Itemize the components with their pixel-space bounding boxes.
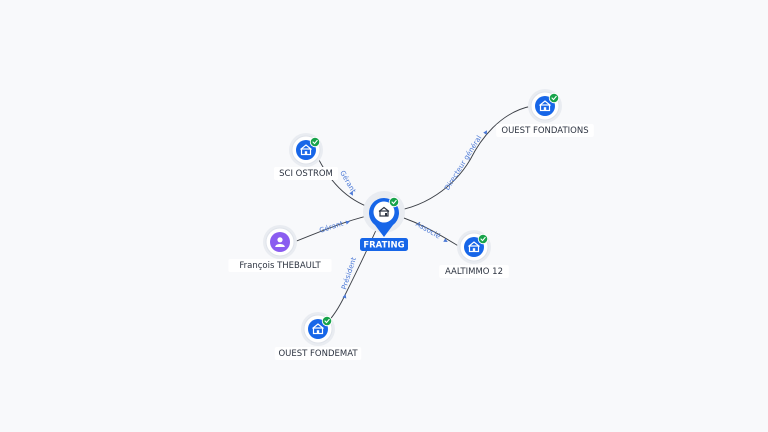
edge-arrow-icon: [483, 130, 488, 135]
verified-check-icon: [309, 136, 321, 148]
node-label-bg: [228, 259, 332, 272]
edge-arrow-icon: [443, 238, 448, 242]
verified-check-icon: [321, 315, 333, 327]
edge-label: Directeur général: [443, 134, 483, 192]
edge-ouest-fondations: Directeur général: [383, 105, 533, 213]
node-label: SCI OSTROM: [279, 169, 333, 179]
node-label-bg: [274, 347, 362, 360]
edge-label: Associé: [414, 220, 442, 241]
building-icon: [539, 100, 551, 112]
node-label: OUEST FONDATIONS: [501, 126, 588, 136]
node-aaltimmo-12[interactable]: AALTIMMO 12: [439, 230, 509, 278]
nodes-layer: OUEST FONDATIONS SCI OSTROM François THEBA…: [228, 89, 594, 360]
central-label-bg: [360, 238, 408, 251]
edge-arrow-icon: [349, 191, 353, 196]
person-icon: [275, 237, 285, 247]
node-label-bg: [439, 265, 509, 278]
central-label: FRATING: [363, 241, 404, 251]
node-label: OUEST FONDEMAT: [278, 349, 358, 359]
node-label: François THEBAULT: [239, 261, 321, 271]
building-icon: [468, 241, 480, 253]
edge-arrow-icon: [342, 294, 347, 299]
node-ouest-fondations[interactable]: OUEST FONDATIONS: [496, 89, 594, 137]
central-inner: [373, 201, 395, 223]
node-ouest-fondemat[interactable]: OUEST FONDEMAT: [274, 312, 362, 360]
verified-check-icon: [548, 92, 560, 104]
verified-check-icon: [477, 233, 489, 245]
edge-arrow-icon: [345, 220, 350, 225]
edge-line: [383, 105, 533, 213]
verified-check-icon: [388, 196, 400, 208]
node-francois-thebault[interactable]: François THEBAULT: [228, 225, 332, 272]
node-label: AALTIMMO 12: [445, 267, 503, 277]
edge-label: Gérant: [338, 169, 357, 195]
node-label-bg: [496, 124, 594, 137]
node-sci-ostrom[interactable]: SCI OSTROM: [274, 133, 338, 180]
building-icon: [378, 206, 390, 217]
building-icon: [312, 323, 324, 335]
node-label-bg: [274, 167, 338, 180]
central-node[interactable]: FRATING: [360, 191, 408, 251]
edge-label: Gérant: [318, 219, 344, 234]
building-icon: [300, 144, 312, 156]
